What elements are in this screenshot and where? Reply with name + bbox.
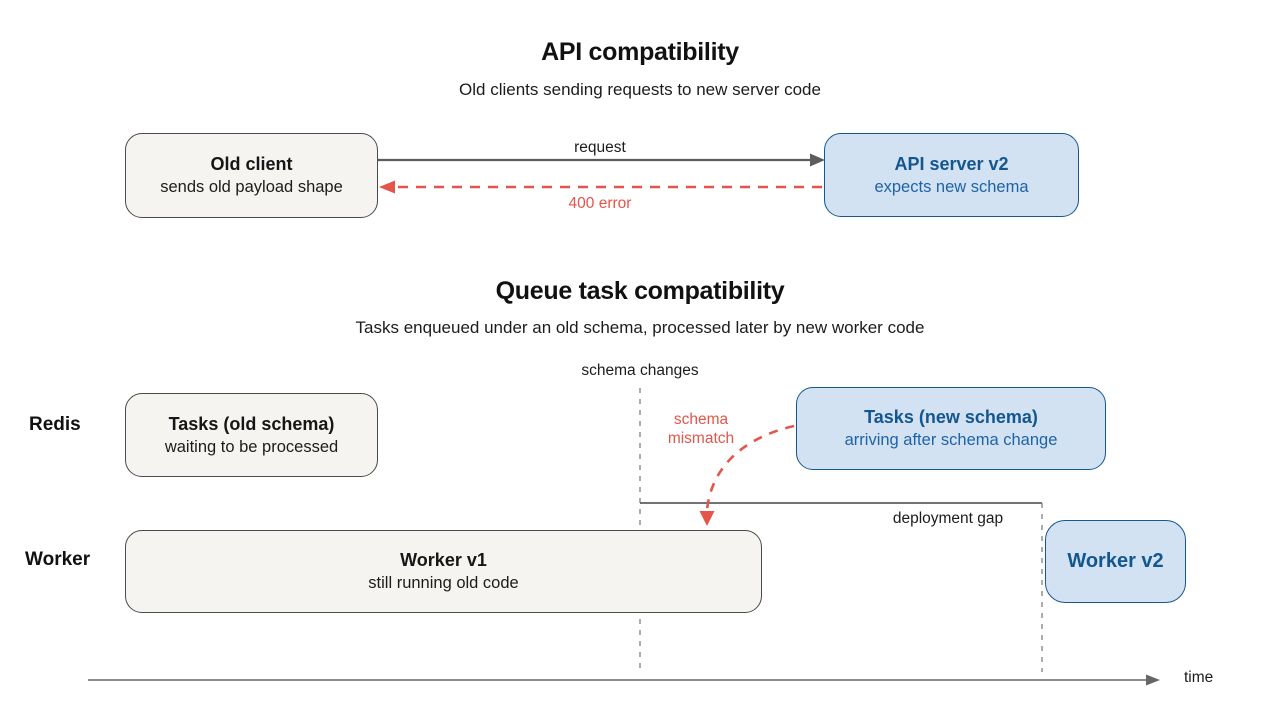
worker-v1-title: Worker v1 (400, 550, 487, 570)
old-client-title: Old client (210, 154, 293, 174)
queue-section-subtitle: Tasks enqueued under an old schema, proc… (355, 318, 925, 337)
api-server-v2-subtitle: expects new schema (874, 177, 1029, 196)
queue-section-title: Queue task compatibility (495, 277, 785, 305)
worker-v1-subtitle: still running old code (368, 574, 519, 592)
time-axis-label: time (1184, 669, 1214, 686)
old-client-node: Old client sends old payload shape (125, 133, 378, 218)
api-section-title: API compatibility (541, 38, 739, 66)
lane-label-redis: Redis (29, 414, 81, 435)
deployment-gap-label: deployment gap (892, 510, 1004, 527)
lane-label-worker: Worker (25, 549, 91, 570)
schema-changes-label: schema changes (581, 362, 699, 379)
old-client-subtitle: sends old payload shape (160, 178, 343, 196)
worker-v2-node: Worker v2 (1045, 520, 1186, 603)
error-dashed-arrow (379, 180, 822, 194)
tasks-old-schema-title: Tasks (old schema) (168, 413, 335, 434)
worker-v1-node: Worker v1 still running old code (125, 530, 762, 613)
tasks-new-schema-title: Tasks (new schema) (864, 407, 1038, 427)
api-server-v2-node: API server v2 expects new schema (824, 133, 1079, 217)
api-server-v2-title: API server v2 (894, 153, 1009, 174)
api-section-subtitle: Old clients sending requests to new serv… (459, 80, 821, 99)
tasks-old-schema-subtitle: waiting to be processed (164, 437, 339, 456)
tasks-new-schema-subtitle: arriving after schema change (844, 431, 1058, 449)
worker-v2-title: Worker v2 (1067, 550, 1164, 572)
tasks-old-schema-node: Tasks (old schema) waiting to be process… (125, 393, 378, 477)
schema-mismatch-label: schema mismatch (667, 411, 735, 448)
request-label: request (574, 139, 626, 156)
tasks-new-schema-node: Tasks (new schema) arriving after schema… (796, 387, 1106, 470)
time-axis-arrow (88, 674, 1160, 686)
error-400-label: 400 error (568, 195, 632, 212)
